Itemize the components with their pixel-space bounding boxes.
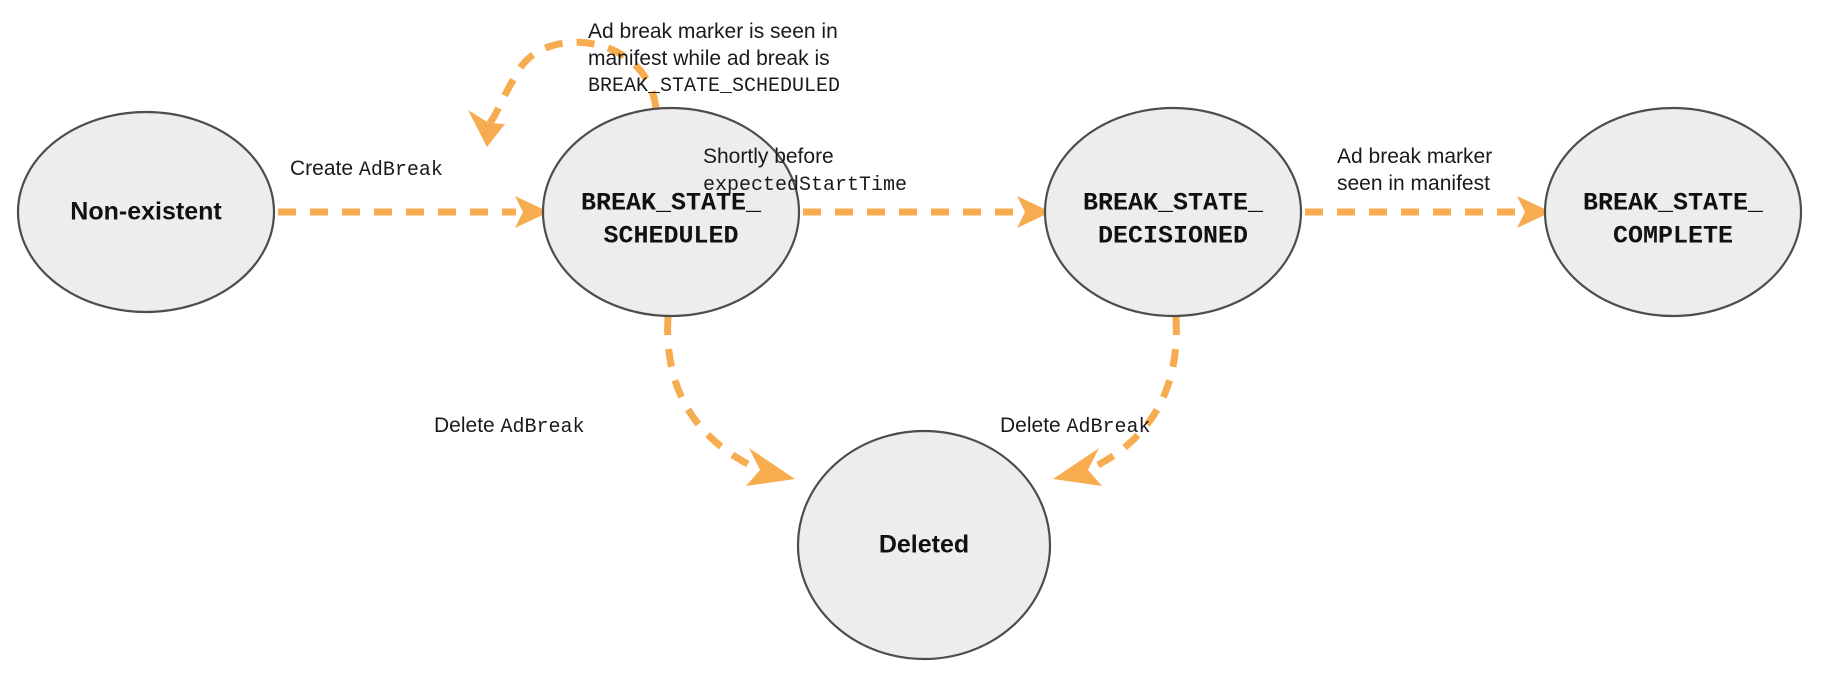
edge-create-adbreak-arrowhead [515, 196, 549, 228]
node-break-state-decisioned[interactable]: BREAK_STATE_ DECISIONED [1043, 106, 1303, 318]
edge-label-self-loop-line3-code: BREAK_STATE_SCHEDULED [588, 75, 840, 98]
edge-scheduled-self-loop-arrowhead [468, 110, 505, 147]
edge-scheduled-to-deleted[interactable] [664, 316, 795, 486]
edge-create-adbreak[interactable] [278, 196, 549, 228]
edge-label-create-adbreak-text: Create AdBreak [290, 157, 443, 182]
edge-scheduled-to-decisioned-arrowhead [1017, 196, 1051, 228]
node-break-state-decisioned-label-line1: BREAK_STATE_ [1083, 189, 1264, 218]
edge-label-self-loop-line2: manifest while ad break is [588, 47, 830, 70]
edge-label-create-adbreak-code: AdBreak [359, 159, 443, 182]
edge-label-delete-adbreak-left-plain: Delete [434, 414, 501, 437]
node-deleted-label: Deleted [879, 531, 969, 559]
node-non-existent-label: Non-existent [70, 198, 222, 226]
node-deleted[interactable]: Deleted [796, 429, 1052, 661]
edge-label-create-adbreak-plain: Create [290, 157, 359, 180]
edge-decisioned-to-complete-arrowhead [1517, 196, 1551, 228]
node-break-state-complete-label-line1: BREAK_STATE_ [1583, 189, 1764, 218]
edge-decisioned-to-complete[interactable] [1305, 196, 1551, 228]
node-break-state-scheduled[interactable]: BREAK_STATE_ SCHEDULED [541, 106, 801, 318]
edge-label-scheduled-to-decisioned: Shortly before expectedStartTime [703, 145, 907, 197]
node-break-state-complete-shape [1543, 106, 1803, 318]
edge-scheduled-self-loop[interactable] [468, 38, 660, 147]
edge-label-self-loop-line1: Ad break marker is seen in [588, 20, 838, 43]
edge-label-delete-adbreak-right-text: Delete AdBreak [1000, 414, 1151, 439]
edge-scheduled-self-loop-line [486, 38, 660, 127]
edge-label-delete-adbreak-right-plain: Delete [1000, 414, 1067, 437]
edge-label-decisioned-to-complete: Ad break marker seen in manifest [1337, 145, 1492, 195]
node-non-existent-shape [16, 110, 276, 314]
edge-scheduled-to-deleted-line [664, 316, 762, 474]
node-break-state-complete[interactable]: BREAK_STATE_ COMPLETE [1543, 106, 1803, 318]
node-break-state-scheduled-shape [541, 106, 801, 318]
edge-label-scheduled-to-deleted: Delete AdBreak [434, 414, 585, 439]
edge-label-scheduled-self-loop: Ad break marker is seen in manifest whil… [588, 20, 840, 98]
edge-decisioned-to-deleted-arrowhead [1053, 448, 1102, 486]
edge-decisioned-to-deleted-line [1086, 316, 1180, 474]
edge-label-shortly-before: Shortly before [703, 145, 834, 168]
node-break-state-scheduled-label-line1: BREAK_STATE_ [581, 189, 762, 218]
node-deleted-shape [796, 429, 1052, 661]
edge-scheduled-to-decisioned[interactable] [803, 196, 1051, 228]
node-break-state-decisioned-label-line2: DECISIONED [1098, 222, 1248, 251]
edge-label-delete-adbreak-left-text: Delete AdBreak [434, 414, 585, 439]
edge-label-create-adbreak: Create AdBreak [290, 157, 443, 182]
node-break-state-complete-label-line2: COMPLETE [1613, 222, 1733, 251]
edge-label-marker-seen-line2: seen in manifest [1337, 172, 1490, 195]
edge-label-delete-adbreak-left-code: AdBreak [501, 416, 585, 439]
edge-label-marker-seen-line1: Ad break marker [1337, 145, 1492, 168]
edge-label-decisioned-to-deleted: Delete AdBreak [1000, 414, 1151, 439]
edge-scheduled-to-deleted-arrowhead [746, 448, 795, 486]
edge-label-expected-start-time-code: expectedStartTime [703, 174, 907, 197]
edge-label-delete-adbreak-right-code: AdBreak [1067, 416, 1151, 439]
node-break-state-scheduled-label-line2: SCHEDULED [603, 222, 738, 251]
node-break-state-decisioned-shape [1043, 106, 1303, 318]
edge-decisioned-to-deleted[interactable] [1053, 316, 1180, 486]
node-non-existent[interactable]: Non-existent [16, 110, 276, 314]
